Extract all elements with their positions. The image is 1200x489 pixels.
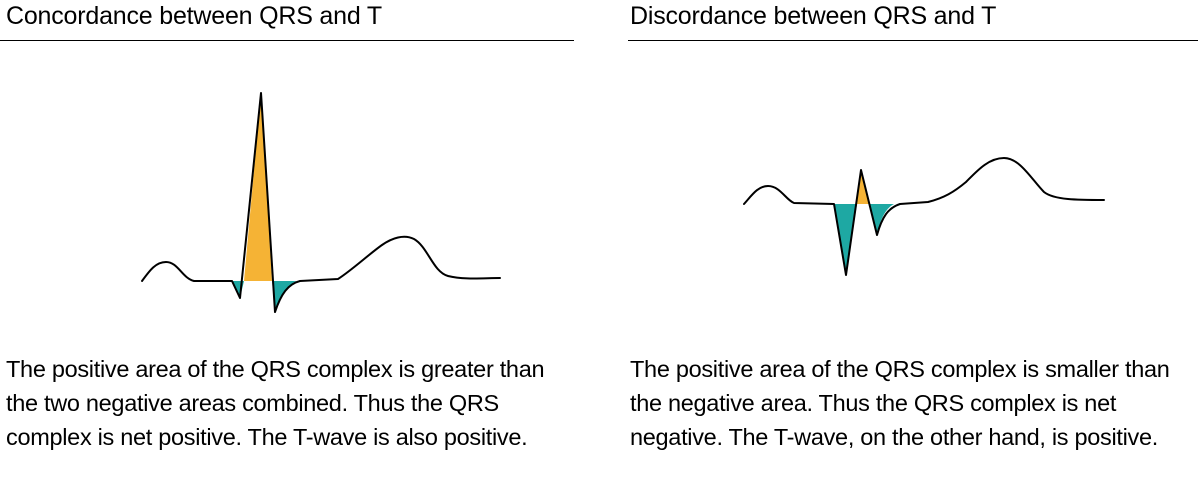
discordance-ecg-diagram	[743, 157, 1105, 276]
concordance-title: Concordance between QRS and T	[6, 2, 382, 30]
concordance-r-positive-area	[244, 93, 272, 281]
discordance-title-rule	[628, 40, 1198, 41]
concordance-ecg-trace	[141, 92, 501, 313]
discordance-panel: Discordance between QRS and T The positi…	[628, 0, 1200, 489]
discordance-ecg-trace	[743, 157, 1105, 276]
concordance-s-negative-area	[272, 281, 296, 312]
concordance-panel: Concordance between QRS and T The positi…	[0, 0, 576, 489]
discordance-description: The positive area of the QRS complex is …	[630, 356, 1170, 450]
discordance-q-negative-area	[834, 204, 857, 275]
concordance-ecg-diagram	[141, 92, 501, 313]
discordance-title: Discordance between QRS and T	[630, 2, 997, 30]
concordance-description: The positive area of the QRS complex is …	[6, 356, 545, 450]
concordance-title-rule	[0, 40, 574, 41]
